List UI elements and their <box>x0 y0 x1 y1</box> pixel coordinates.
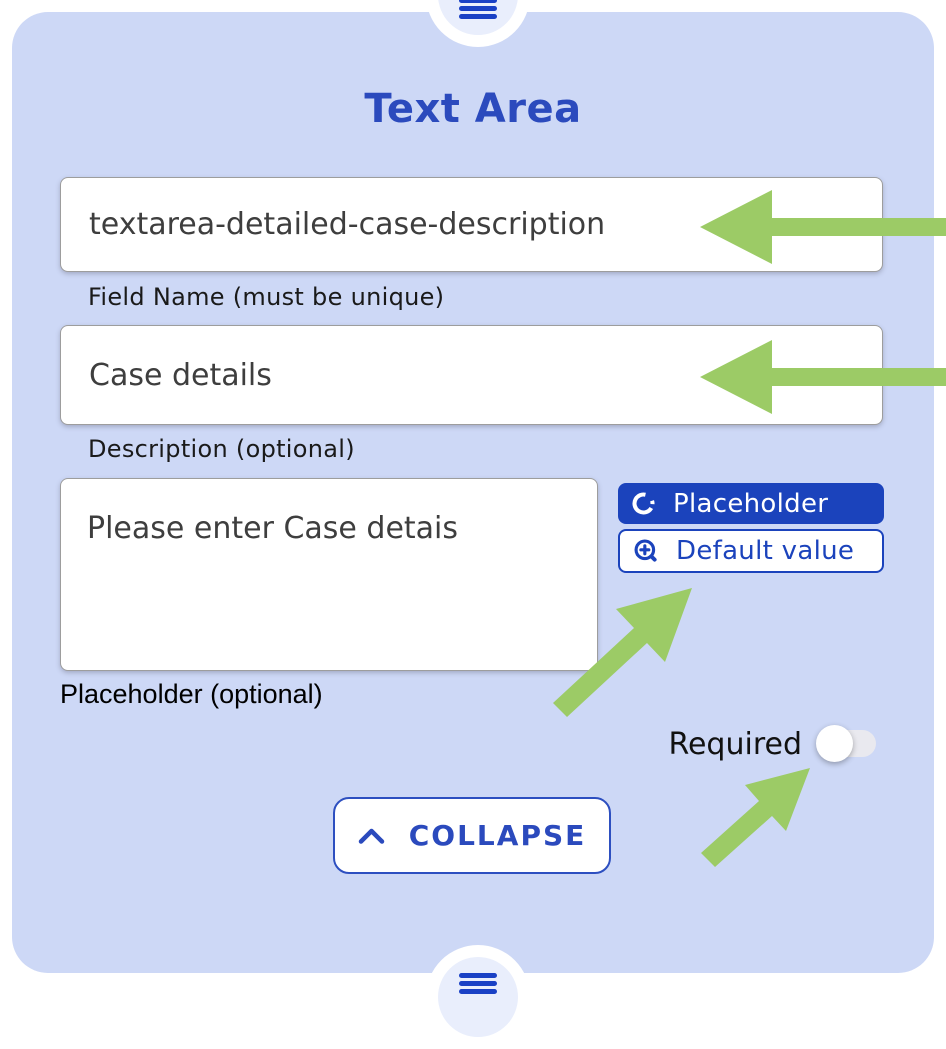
required-label: Required <box>668 727 802 762</box>
placeholder-tab-button[interactable]: Placeholder <box>618 483 884 524</box>
zoom-in-icon <box>632 537 660 565</box>
placeholder-label: Placeholder (optional) <box>60 679 323 709</box>
placeholder-textarea[interactable]: Please enter Case detais <box>60 478 598 671</box>
drag-handle-icon[interactable] <box>459 973 497 994</box>
default-value-tab-label: Default value <box>676 536 855 566</box>
bottom-drag-handle[interactable] <box>426 945 530 1049</box>
refresh-icon <box>630 490 657 517</box>
page-title: Text Area <box>364 86 582 132</box>
field-name-label: Field Name (must be unique) <box>88 283 445 311</box>
chevron-up-icon <box>358 827 385 845</box>
collapse-button-label: COLLAPSE <box>408 819 587 852</box>
field-name-input[interactable] <box>60 177 883 272</box>
collapse-button[interactable]: COLLAPSE <box>333 797 611 874</box>
placeholder-tab-label: Placeholder <box>673 488 829 519</box>
description-input[interactable] <box>60 325 883 425</box>
description-label: Description (optional) <box>88 435 355 463</box>
drag-handle-background <box>438 957 518 1037</box>
drag-handle-icon[interactable] <box>459 0 497 19</box>
default-value-tab-button[interactable]: Default value <box>618 529 884 573</box>
required-toggle-knob[interactable] <box>816 725 853 762</box>
